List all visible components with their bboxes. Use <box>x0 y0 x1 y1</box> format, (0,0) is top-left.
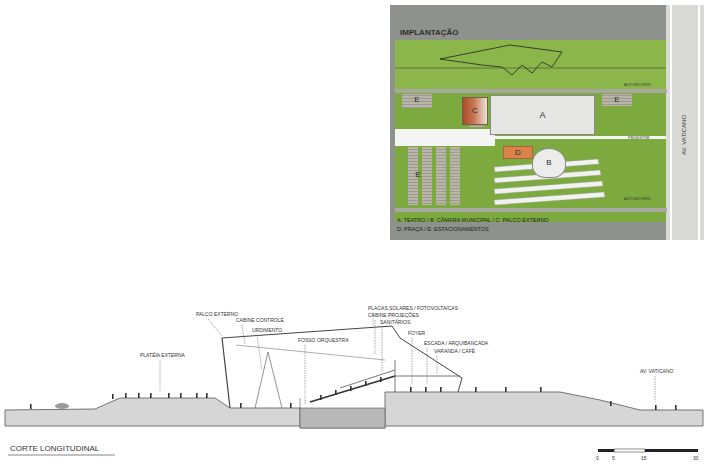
building-footprint: A <box>490 95 595 135</box>
panel-heading: IMPLANTAÇÃO <box>400 29 459 37</box>
legend-text: D: PRAÇA / E: ESTACIONAMENTOS <box>397 227 489 233</box>
area-letter: D <box>515 149 521 157</box>
access-label: PEDESTRE <box>628 136 650 140</box>
callout-label: CABINE PROJEÇÕES <box>368 313 419 318</box>
callout-label: CABINE CONTROLE <box>236 318 284 323</box>
scale-number: 15 <box>641 456 647 461</box>
callout-label: SANITÁRIOS <box>380 320 410 325</box>
callout-label: PLATÉIA EXTERNA <box>140 353 185 358</box>
plaza-area: D <box>503 146 533 159</box>
callout-label: PALCO EXTERNO <box>196 312 238 317</box>
area-letter: E <box>614 96 619 104</box>
area-letter: E <box>415 171 420 179</box>
callout-label: FOSSO ORQUESTRA <box>298 338 349 343</box>
parking-area: E <box>406 93 428 107</box>
area-letter: E <box>414 96 419 104</box>
scale-number: 5 <box>612 456 615 461</box>
site-plan-panel: IMPLANTAÇÃO A C B D E E E <box>390 5 704 240</box>
callout-label: PLACAS SOLARES / FOTOVOLTAICAS <box>368 306 458 311</box>
area-letter: C <box>472 107 478 115</box>
callout-label: URDIMENTO <box>252 328 282 333</box>
callout-label: VARANDA / CAFÉ <box>434 349 475 354</box>
scale-number: 30 <box>693 456 699 461</box>
building-footprint: C <box>462 97 488 125</box>
callout-label: AV. VATICANO <box>640 369 673 374</box>
site-plan <box>390 5 704 240</box>
parking-area: E <box>609 93 625 106</box>
building-footprint: B <box>532 148 566 178</box>
parking-area: E <box>410 168 426 182</box>
legend-text: A: TEATRO / B: CÂMARA MUNICIPAL / C: PAL… <box>397 218 549 224</box>
callout-label: FOYER <box>408 331 425 336</box>
access-label: AUTOMÓVEIS <box>624 197 651 201</box>
drawing-title: CORTE LONGITUDINAL <box>10 445 99 453</box>
callout-label: ESCADA / ARQUIBANCADA <box>424 341 488 346</box>
street-name: AV. VATICANO <box>681 115 687 155</box>
scale-number: 0 <box>596 456 599 461</box>
area-letter: A <box>539 111 545 120</box>
area-letter: B <box>546 159 551 167</box>
longitudinal-section <box>5 313 703 455</box>
access-label: AUTOMÓVEIS <box>624 83 651 87</box>
